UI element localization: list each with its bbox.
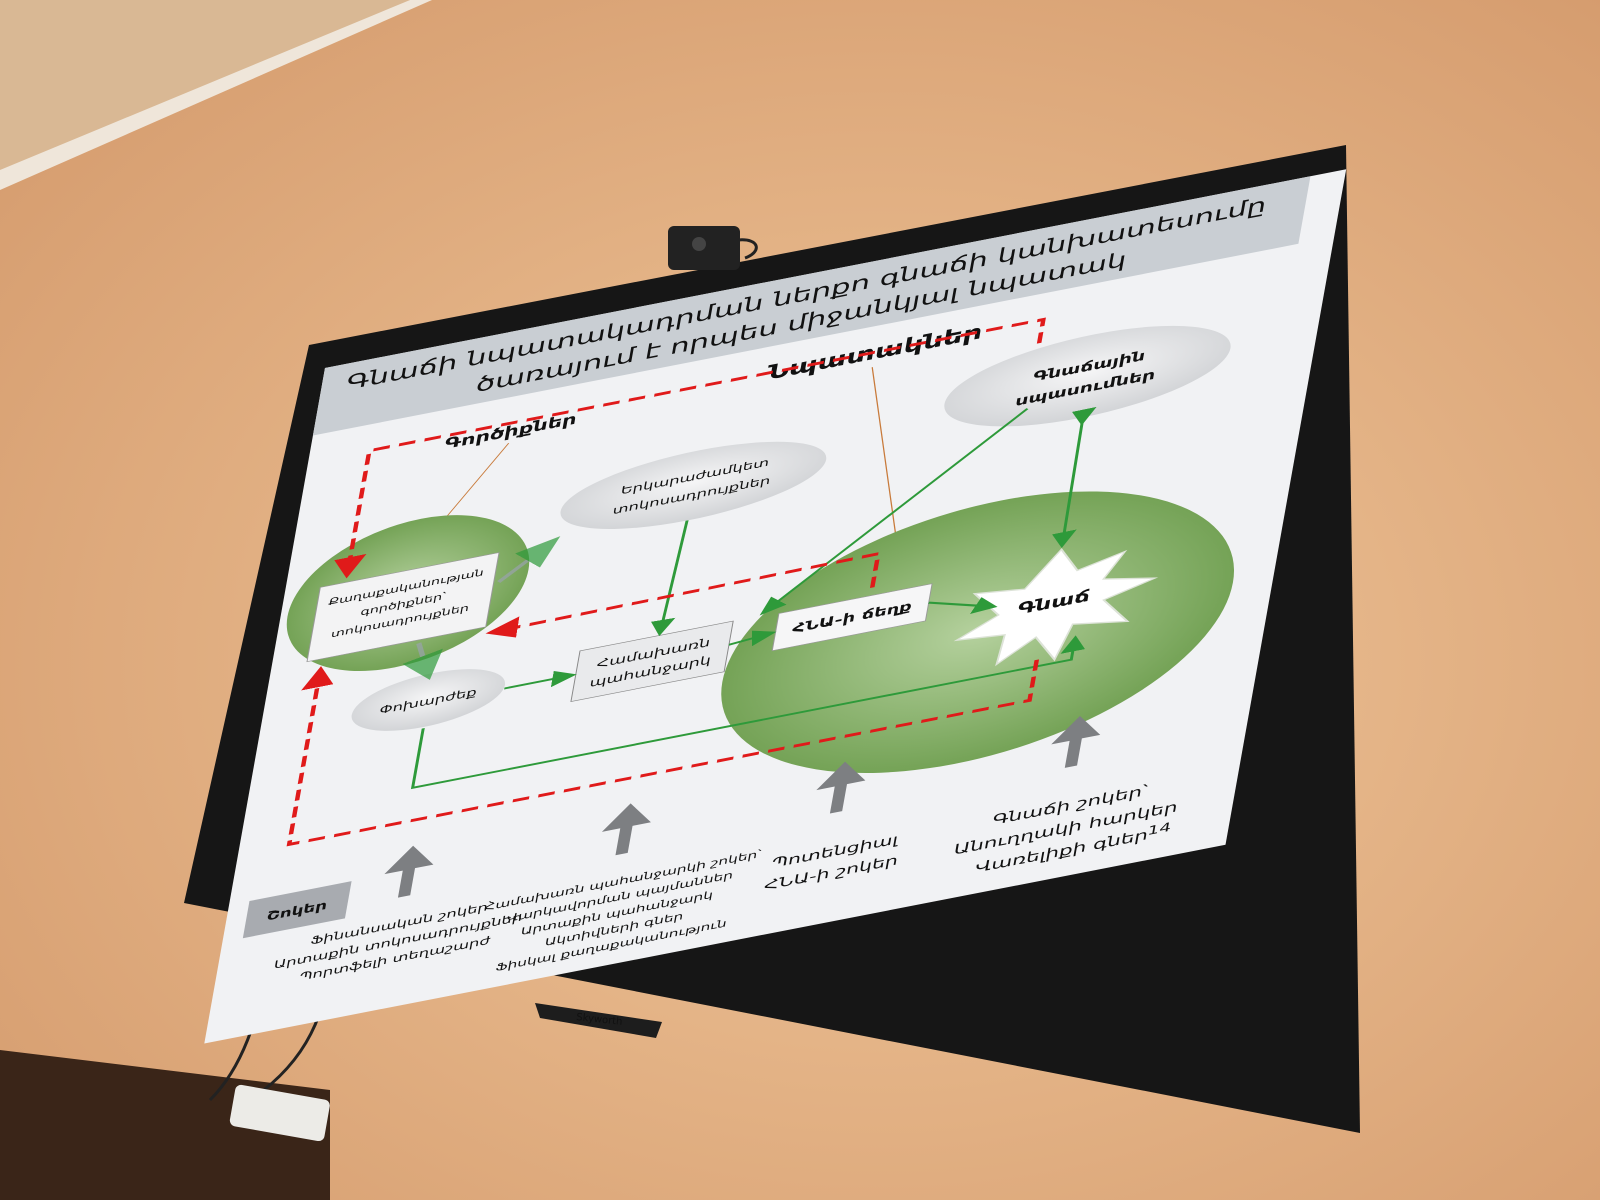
arrow-exchange-to-inflation	[410, 635, 1086, 790]
power-strip	[229, 1084, 330, 1142]
arrow-exchange-to-aggregate	[504, 671, 577, 690]
shock-arrow-3	[816, 761, 866, 814]
arrow-gap-to-inflation	[927, 597, 998, 614]
arrow-aggregate-to-gap	[728, 630, 777, 647]
leader-line	[445, 443, 510, 518]
shock-arrow-1	[384, 845, 434, 898]
policy-box	[306, 552, 500, 663]
feedback-gap	[485, 551, 881, 638]
hollow-arrow	[402, 642, 443, 680]
tv-logo-plate	[535, 1003, 662, 1038]
arrow-expectations-to-aggregate	[759, 408, 1029, 616]
feedback-inflation	[286, 659, 1040, 847]
arrow-expectations-inflation	[1052, 406, 1097, 549]
arrow-longrates-to-aggregate	[651, 520, 689, 637]
webcam-lens	[692, 237, 706, 251]
expectations-ellipse	[944, 325, 1231, 427]
hollow-arrow	[497, 536, 561, 583]
shock-arrow-2	[601, 803, 651, 856]
ceiling-molding	[0, 0, 432, 190]
tv-brand-text: Skyworth	[576, 1012, 623, 1028]
page-number: 14	[1146, 819, 1172, 838]
leader-line	[871, 366, 897, 538]
shocks-box	[242, 881, 352, 939]
title-band	[312, 176, 1311, 436]
feedback-expectations	[334, 317, 1046, 579]
long-rates-ellipse	[560, 441, 827, 530]
cable	[737, 238, 758, 260]
shock-arrow-4	[1051, 715, 1101, 768]
exchange-ellipse	[351, 669, 506, 731]
